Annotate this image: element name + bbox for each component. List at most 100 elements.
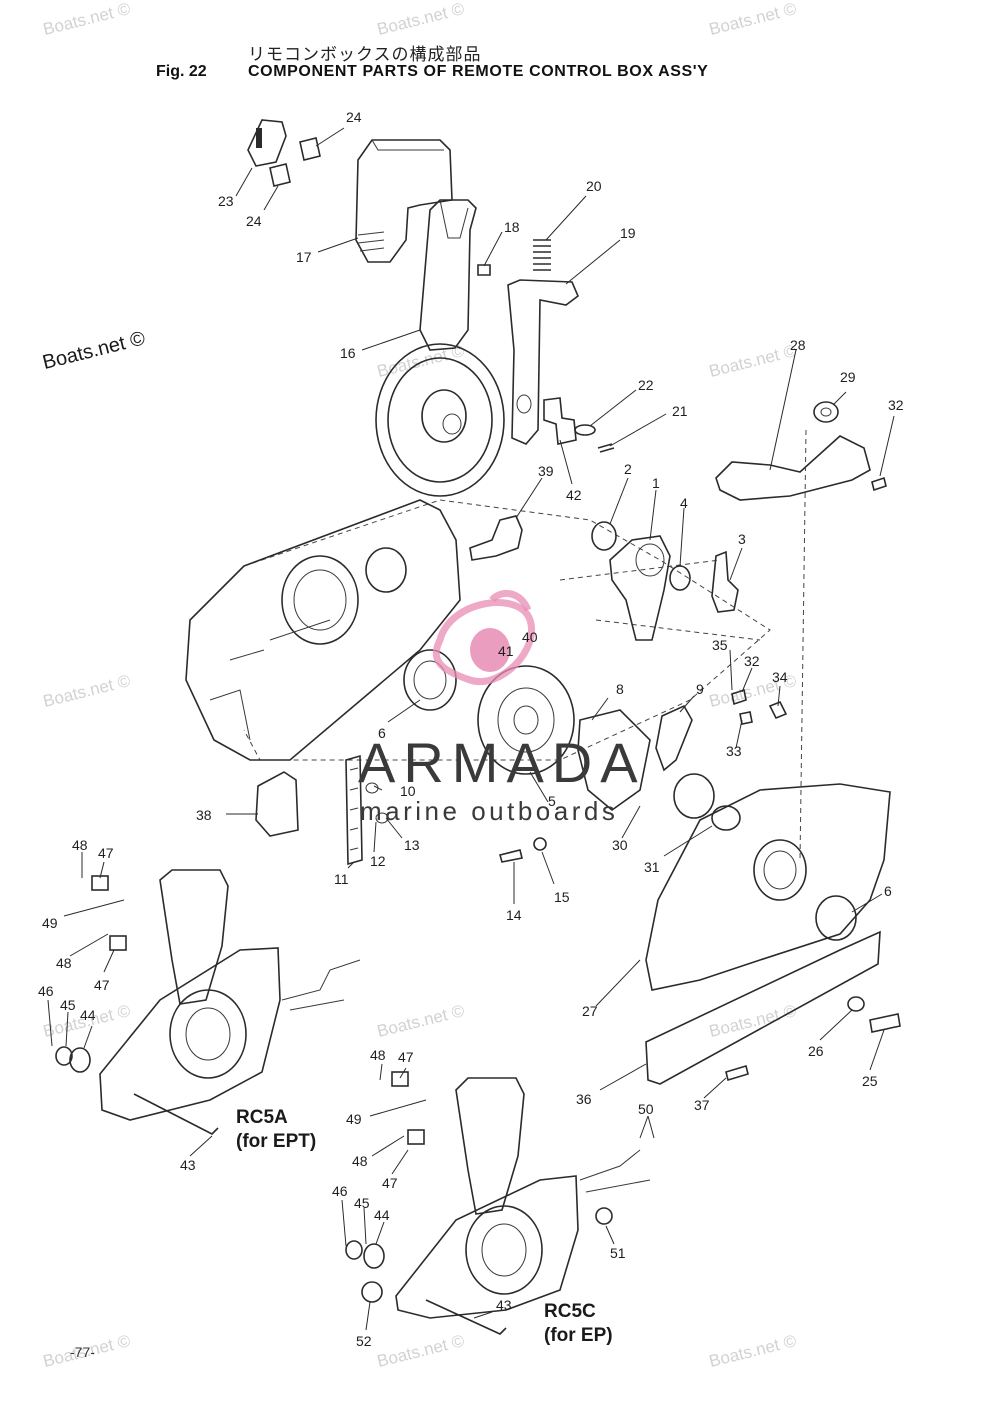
callout-4: 4: [680, 495, 688, 511]
callout-49: 48: [72, 837, 88, 853]
callout-22: 22: [638, 377, 654, 393]
callout-36: 35: [712, 637, 728, 653]
title-japanese: リモコンボックスの構成部品: [248, 45, 482, 65]
callout-23: 23: [218, 193, 234, 209]
callout-52: 51: [610, 1245, 626, 1261]
callout-1: 1: [652, 475, 660, 491]
callout-24: 24: [246, 213, 262, 229]
callout-10: 10: [400, 783, 416, 799]
callout-20: 20: [586, 178, 602, 194]
model-note: (for EPT): [236, 1131, 317, 1152]
callout-53: 52: [356, 1333, 372, 1349]
callout-8: 8: [616, 681, 624, 697]
callout-11: 11: [334, 871, 349, 887]
side-cover-27: [645, 783, 891, 991]
throttle-lever-28: [715, 401, 887, 501]
callout-26: 26: [808, 1043, 824, 1059]
brand-name: ARMADA: [358, 731, 646, 794]
small-parts-33-36: [731, 688, 788, 725]
callout-24: 24: [346, 109, 362, 125]
rc5c-assembly: [345, 1071, 651, 1335]
callout-51: 50: [638, 1101, 654, 1117]
detent-plate-11: [345, 754, 389, 866]
model-label-rc5c: RC5C (for EP): [544, 1300, 613, 1348]
callout-35: 34: [772, 669, 788, 685]
callout-39: 38: [196, 807, 212, 823]
callout-45: 44: [80, 1007, 96, 1023]
control-box-housing: [185, 499, 461, 761]
callout-5: 5: [548, 793, 556, 809]
callout-13: 13: [404, 837, 420, 853]
callout-41: 40: [522, 629, 538, 645]
callout-48: 47: [382, 1175, 398, 1191]
brand-tagline: marine outboards: [360, 796, 619, 826]
callout-25: 25: [862, 1073, 878, 1089]
callout-6: 6: [378, 725, 386, 741]
callout-49: 48: [370, 1047, 386, 1063]
page-title: COMPONENT PARTS OF REMOTE CONTROL BOX AS…: [248, 63, 709, 80]
washer-6: [403, 649, 457, 711]
callout-47: 46: [38, 983, 54, 999]
callout-45: 44: [374, 1207, 390, 1223]
callout-15: 15: [554, 889, 570, 905]
control-lever-16: [375, 199, 505, 497]
callout-21: 21: [672, 403, 688, 419]
model-label-rc5a: RC5A (for EPT): [236, 1106, 316, 1154]
callout-6: 6: [884, 883, 892, 899]
model-note: (for EP): [544, 1325, 613, 1346]
callout-44: 43: [496, 1297, 512, 1313]
model-name: RC5C: [544, 1301, 596, 1322]
detent-wheel-5: [477, 665, 575, 775]
mounting-plate-37: [645, 930, 901, 1085]
callout-46: 45: [354, 1195, 370, 1211]
model-name: RC5A: [236, 1107, 288, 1128]
plate-43: [543, 397, 615, 453]
callout-38: 37: [694, 1097, 710, 1113]
cam-lever-9: [577, 704, 741, 831]
callout-labels: 24 23 24 17 18 20 19 16 22 21 39 42 2 1 …: [38, 109, 904, 1349]
callout-47: 46: [332, 1183, 348, 1199]
figure-label: Fig. 22: [156, 63, 207, 80]
page-number: -77-: [70, 1344, 95, 1360]
leader-lines: [47, 127, 895, 1331]
callout-31: 31: [644, 859, 660, 875]
screw-14-nut-15: [499, 837, 547, 863]
callout-50: 49: [42, 915, 58, 931]
callout-48: 47: [98, 845, 114, 861]
callout-46: 45: [60, 997, 76, 1013]
callout-34: 33: [726, 743, 742, 759]
handle-cover-17: [355, 139, 453, 263]
callout-28: 28: [790, 337, 806, 353]
shift-gear-assembly: [469, 515, 739, 641]
callout-48: 47: [94, 977, 110, 993]
callout-27: 27: [582, 1003, 598, 1019]
callout-16: 16: [340, 345, 356, 361]
callout-12: 12: [370, 853, 386, 869]
callout-49: 48: [56, 955, 72, 971]
callout-14: 14: [506, 907, 522, 923]
clip-parts-23-24: [247, 119, 321, 187]
callout-3: 3: [738, 531, 746, 547]
callout-18: 18: [504, 219, 520, 235]
callout-2: 2: [624, 461, 632, 477]
callout-32: 32: [888, 397, 904, 413]
callout-40: 39: [538, 463, 554, 479]
brand-logo-mark: [432, 590, 536, 686]
callout-9: 9: [696, 681, 704, 697]
callout-30: 30: [612, 837, 628, 853]
callout-43: 42: [566, 487, 582, 503]
bracket-39: [255, 771, 299, 837]
neutral-arm-19: [477, 239, 579, 445]
callout-50: 49: [346, 1111, 362, 1127]
callout-44: 43: [180, 1157, 196, 1173]
callout-33: 32: [744, 653, 760, 669]
rc5a-assembly: [55, 869, 361, 1135]
callout-37: 36: [576, 1091, 592, 1107]
callout-48: 47: [398, 1049, 414, 1065]
callout-19: 19: [620, 225, 636, 241]
callout-17: 17: [296, 249, 312, 265]
callout-42: 41: [498, 643, 514, 659]
callout-49: 48: [352, 1153, 368, 1169]
